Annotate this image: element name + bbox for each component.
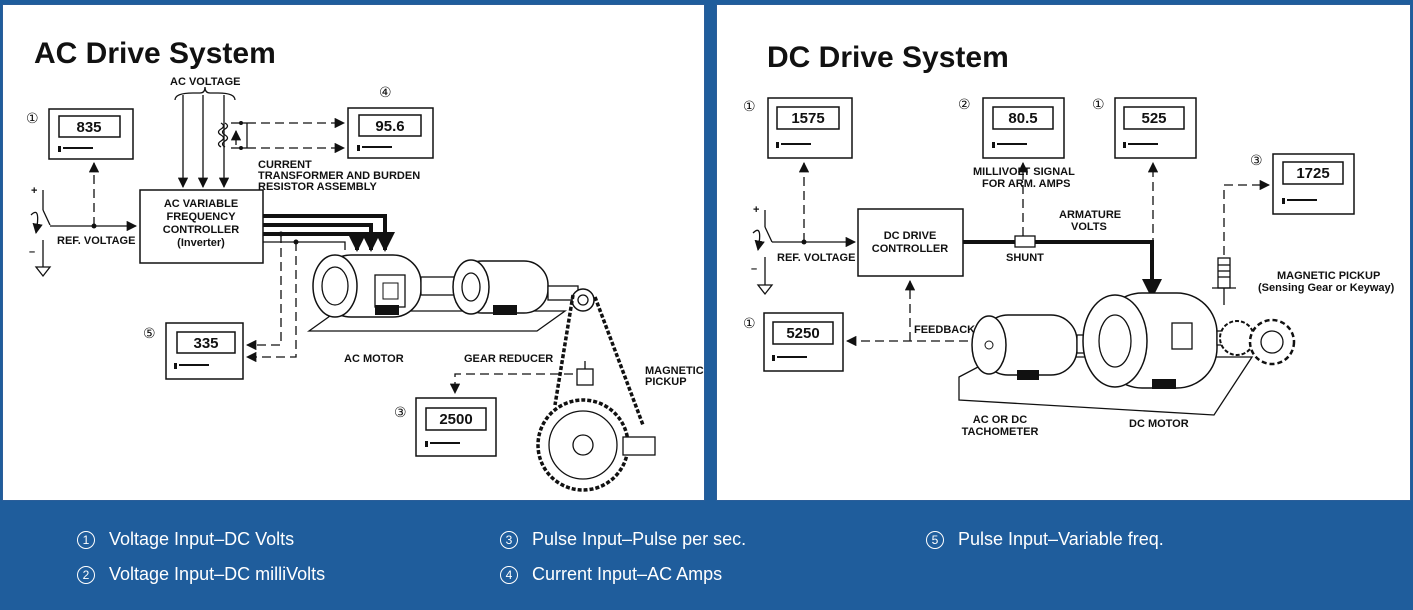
meter-80-value: 80.5: [1008, 110, 1037, 127]
meter-2500-value: 2500: [439, 411, 472, 428]
meter-5250-marker: ①: [743, 316, 756, 332]
legend-marker-5: 5: [926, 530, 944, 549]
armature-label-2: VOLTS: [1071, 221, 1107, 233]
dc-motor-label: DC MOTOR: [1129, 418, 1189, 430]
dc-minus-label: –: [751, 263, 757, 275]
ac-voltage-label: AC VOLTAGE: [170, 76, 240, 88]
ac-ref-voltage-label: REF. VOLTAGE: [57, 235, 135, 247]
ac-pickup-label-1: MAGNETIC: [645, 365, 704, 377]
legend-item-5: 5 Pulse Input–Variable freq.: [926, 529, 1164, 550]
ac-drive-panel: AC Drive System ① 835 ④ 95.6 ⑤: [2, 4, 705, 501]
legend-marker-2: 2: [77, 565, 95, 584]
dc-magnetic-pickup: [1212, 257, 1236, 305]
meter-1725: 1725: [1272, 153, 1355, 215]
legend-item-3: 3 Pulse Input–Pulse per sec.: [500, 529, 746, 550]
meter-2500-marker: ③: [394, 405, 407, 421]
dc-pickup-label-2: (Sensing Gear or Keyway): [1258, 282, 1395, 294]
legend-marker-1: 1: [77, 530, 95, 549]
meter-95-6: 95.6: [347, 107, 434, 159]
meter-1725-value: 1725: [1296, 165, 1329, 182]
shunt: [1014, 235, 1036, 248]
meter-525-marker: ①: [1092, 97, 1105, 113]
meter-80-5: 80.5: [982, 97, 1065, 159]
legend-item-4: 4 Current Input–AC Amps: [500, 564, 722, 585]
legend-item-2: 2 Voltage Input–DC milliVolts: [77, 564, 325, 585]
meter-835: 835: [48, 108, 134, 160]
dc-panel-title: DC Drive System: [767, 41, 1009, 74]
ac-pickup-label-2: PICKUP: [645, 376, 687, 388]
meter-335-value: 335: [193, 335, 218, 352]
ac-drive-diagram: ① 835 ④ 95.6 ⑤ 335 ③ 2500: [26, 76, 704, 492]
meter-5250-value: 5250: [786, 325, 819, 342]
dc-motor-drawing: [958, 292, 1296, 416]
dc-potentiometer: + –: [751, 204, 774, 296]
shunt-label: SHUNT: [1006, 252, 1044, 264]
meter-80-marker: ②: [958, 97, 971, 113]
armature-label-1: ARMATURE: [1059, 209, 1121, 221]
dc-controller: DC DRIVE CONTROLLER: [857, 208, 964, 277]
legend-text-5: Pulse Input–Variable freq.: [958, 529, 1164, 549]
dc-controller-label-2: CONTROLLER: [872, 243, 948, 255]
ac-controller: AC VARIABLE FREQUENCY CONTROLLER (Invert…: [139, 189, 264, 264]
legend-text-3: Pulse Input–Pulse per sec.: [532, 529, 747, 549]
meter-525-value: 525: [1141, 110, 1166, 127]
gear-reducer-label: GEAR REDUCER: [464, 353, 553, 365]
minus-label: –: [29, 246, 35, 258]
dc-drive-panel: DC Drive System ① 1575 ② 80.5 ①: [716, 4, 1411, 501]
legend: 1 Voltage Input–DC Volts 2 Voltage Input…: [0, 505, 1413, 610]
legend-text-1: Voltage Input–DC Volts: [109, 529, 295, 549]
meter-2500: 2500: [415, 397, 497, 457]
meter-835-marker: ①: [26, 111, 39, 127]
ct-label-3: RESISTOR ASSEMBLY: [258, 181, 377, 193]
legend-text-4: Current Input–AC Amps: [532, 564, 723, 584]
ac-panel-title: AC Drive System: [34, 37, 276, 70]
potentiometer: + –: [29, 185, 52, 278]
tach-label-1: AC OR DC: [973, 414, 1027, 426]
ac-controller-label-1: AC VARIABLE: [164, 198, 238, 210]
ct-label-2: TRANSFORMER AND BURDEN: [258, 170, 420, 182]
dc-controller-label-1: DC DRIVE: [884, 230, 937, 242]
meter-1575-value: 1575: [791, 110, 824, 127]
ct-label-1: CURRENT: [258, 159, 312, 171]
dc-ref-voltage-label: REF. VOLTAGE: [777, 252, 855, 264]
meter-335-marker: ⑤: [143, 326, 156, 342]
legend-text-2: Voltage Input–DC milliVolts: [109, 564, 326, 584]
meter-1575-marker: ①: [743, 99, 756, 115]
dc-drive-diagram: ① 1575 ② 80.5 ① 525 ③ 1725: [743, 97, 1395, 438]
millivolt-label-1: MILLIVOLT SIGNAL: [973, 166, 1075, 178]
meter-95-marker: ④: [379, 85, 392, 101]
current-transformer: [217, 121, 248, 150]
dc-pickup-label-1: MAGNETIC PICKUP: [1277, 270, 1380, 282]
millivolt-label-2: FOR ARM. AMPS: [982, 178, 1070, 190]
ac-controller-label-2: FREQUENCY: [166, 211, 236, 223]
legend-marker-3: 3: [500, 530, 518, 549]
plus-label: +: [31, 185, 37, 197]
ac-controller-label-3: CONTROLLER: [163, 224, 239, 236]
feedback-label: FEEDBACK: [914, 324, 975, 336]
meter-5250: 5250: [763, 312, 844, 372]
meter-525: 525: [1114, 97, 1197, 159]
legend-item-1: 1 Voltage Input–DC Volts: [77, 529, 294, 550]
dc-plus-label: +: [753, 204, 759, 216]
ac-voltage-brace: [174, 86, 236, 101]
meter-335: 335: [165, 322, 244, 380]
tach-label-2: TACHOMETER: [962, 426, 1039, 438]
meter-95-value: 95.6: [375, 118, 404, 135]
ac-motor-drawing: [306, 254, 579, 332]
chain-drive: [536, 288, 656, 492]
meter-1725-marker: ③: [1250, 153, 1263, 169]
ac-controller-label-4: (Inverter): [177, 237, 225, 249]
meter-835-value: 835: [76, 119, 101, 136]
ac-motor-label: AC MOTOR: [344, 353, 404, 365]
legend-marker-4: 4: [500, 565, 518, 584]
meter-1575: 1575: [767, 97, 853, 159]
